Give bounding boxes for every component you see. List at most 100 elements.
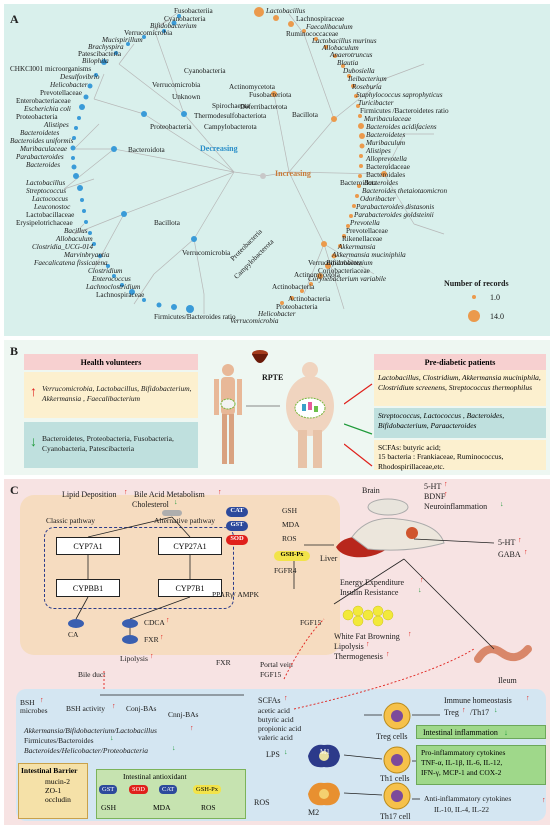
taxon-label: Bacteroides thetaiotaomicron [362, 187, 448, 195]
health-volunteers-title: Health volunteers [24, 354, 198, 370]
down-arrow-icon: ↓ [284, 748, 288, 756]
taxon-label: Escherichia coli [24, 105, 71, 113]
up-arrow-icon: ↑ [366, 640, 370, 648]
legend-small: 1.0 [490, 293, 500, 302]
legend-large: 14.0 [490, 312, 504, 321]
fgf15-label: FGF15 [300, 618, 322, 627]
taxon-label: Bacteroides acidifaciens [366, 123, 437, 131]
barrier-zo1: ZO-1 [45, 786, 62, 795]
cdca-node [122, 619, 138, 628]
legend-title: Number of records [444, 279, 509, 288]
m2-label: M2 [308, 808, 320, 817]
thermogenesis-label: Thermogenesis [334, 652, 383, 661]
insulin-label: Insulin Resistance [340, 588, 399, 597]
taxon-label: Lactobacillus [266, 7, 306, 15]
taxon-label: Proteobacteria [276, 303, 318, 311]
fxr-label: FXR [144, 635, 159, 644]
taxon-label: Prevotellaceae [346, 227, 388, 235]
down-arrow-icon: ↓ [174, 498, 178, 506]
health-up-box: ↑ Verrucomicrobia, Lactobacillus, Bifido… [24, 372, 198, 418]
phylum-label: Verrucomicrobia [152, 81, 201, 89]
white-fat-label: White Fat Browning [334, 632, 400, 641]
taxon-label: Lactobacillus murinus [312, 37, 377, 45]
phylum-label: Campylobacterota [204, 123, 257, 131]
cat-pill: CAT [226, 507, 248, 517]
taxon-label: Allobaculum [56, 235, 93, 243]
taxon-label: Bacteroidales [366, 171, 406, 179]
taxon-label: Streptococcus [26, 187, 67, 195]
th1-label: Th1 cells [380, 774, 410, 783]
taxon-label: Actinobacteria [288, 295, 331, 303]
ros-label: ROS [282, 534, 297, 543]
enzyme-cypbb1: CYPBB1 [56, 579, 120, 597]
taxon-label: Allobaculum [322, 44, 359, 52]
pro-inflammatory-title: Pro-inflammatory cytokines [421, 748, 506, 757]
ca-node [68, 619, 84, 628]
scfa-item: acetic acid [258, 706, 290, 715]
taxon-label: Verrucomicrobia [230, 317, 279, 325]
white-fat-icon [342, 605, 394, 627]
phylum-label: Verrucomicrobia [182, 249, 231, 257]
taxon-label: Blautia [337, 59, 359, 67]
prediabetic-scfa-box: SCFAs: butyric acid; 15 bacteria : Frank… [374, 440, 546, 471]
up-arrow-icon: ↑ [218, 488, 222, 496]
brain-label: Brain [362, 486, 380, 495]
bsh-microbes-label: BSH microbes [20, 698, 48, 715]
phylum-label: Cyanobacteria [184, 67, 226, 75]
taxon-label: Leuconostoc [34, 203, 71, 211]
taxon-label: Coriobacteriaceae [318, 267, 370, 275]
taxon-label: Akkermansia [338, 243, 376, 251]
taxon-label: Parabacteroides distasonis [356, 203, 435, 211]
up-arrow-icon: ↑ [524, 548, 528, 556]
taxon-label: Rikenellaceae [342, 235, 383, 243]
taxon-label: Clostridia_UCG-014 [32, 243, 94, 251]
phylum-label: Proteobacteria [150, 123, 192, 131]
lipid-deposition: Lipid Deposition [62, 490, 117, 499]
gst-pill: GST [226, 521, 248, 531]
taxon-label: Roseburia [352, 83, 382, 91]
up-arrow-icon: ↑ [444, 480, 448, 488]
taxon-label: CHKCI001 microorganisms [10, 65, 92, 73]
scfas-title: SCFAs [258, 696, 281, 705]
brain-marker: 5-HT [424, 482, 442, 491]
taxon-label: Bacteroides [364, 179, 399, 187]
up-arrow-icon: ↑ [542, 796, 546, 804]
taxon-label: Firmicutes /Bacteroidetes ratio [360, 107, 449, 115]
brain-marker: Neuroinflammation [424, 502, 488, 511]
phylum-label: Bacteroidota [128, 146, 165, 154]
scfa-item: propionic acid [258, 724, 302, 733]
taxon-label: Helicobacter [50, 81, 88, 89]
taxon-label: Enterococcus [92, 275, 131, 283]
intestinal-antioxidant-title: Intestinal antioxidant [123, 772, 187, 781]
taxon-label: Anaerotruncus [330, 51, 373, 59]
taxon-label: Bacteroides [26, 161, 61, 169]
fxr-intestine-label: FXR [216, 658, 231, 667]
bile-duct-label: Bile duct [78, 670, 106, 679]
gst-intestine: GST [99, 785, 118, 794]
prediabetic-title: Pre-diabetic patients [374, 354, 546, 370]
phylum-label: Bacillota [292, 111, 318, 119]
th17-label: Th17 cell [380, 812, 411, 821]
fb-ratio-label: Firmicutes/Bacteroides ratio [154, 313, 236, 321]
up-arrow-icon: ↑ [30, 385, 37, 400]
gaba-marker: GABA [498, 550, 521, 559]
ppar-label: PPARγ/ AMPK [212, 590, 260, 599]
taxon-label: Staphylococcus saprophyticus [356, 91, 443, 99]
lipolysis-label: Lipolysis [120, 654, 148, 663]
ileum-icon [474, 645, 532, 663]
center-increasing-label: Increasing [275, 169, 311, 178]
taxon-label: Ruminococcaceae [286, 30, 339, 38]
panel-c-mechanism: C Lipid Deposition ↑ Bile Acid Metabolis… [4, 479, 550, 825]
taxon-label: Lachnoclostridium [86, 283, 141, 291]
intestinal-barrier-box: Intestinal Barrier mucin-2 ZO-1 occludin [18, 763, 88, 819]
anti-inflammatory-title: Anti-inflammatory cytokines [424, 794, 512, 803]
taxon-label: Marvinbryantia [64, 251, 110, 259]
up-arrow-icon: ↑ [160, 633, 164, 641]
barrier-mucin: mucin-2 [45, 777, 70, 786]
enzyme-cyp27a1: CYP27A1 [158, 537, 222, 555]
gsh-label: GSH [282, 506, 298, 515]
lps-label: LPS [266, 750, 280, 759]
taxon-label: Erysipelotrichaceae [16, 219, 73, 227]
taxon-label: Patescibacteria [78, 50, 122, 58]
down-arrow-icon: ↓ [503, 728, 508, 737]
